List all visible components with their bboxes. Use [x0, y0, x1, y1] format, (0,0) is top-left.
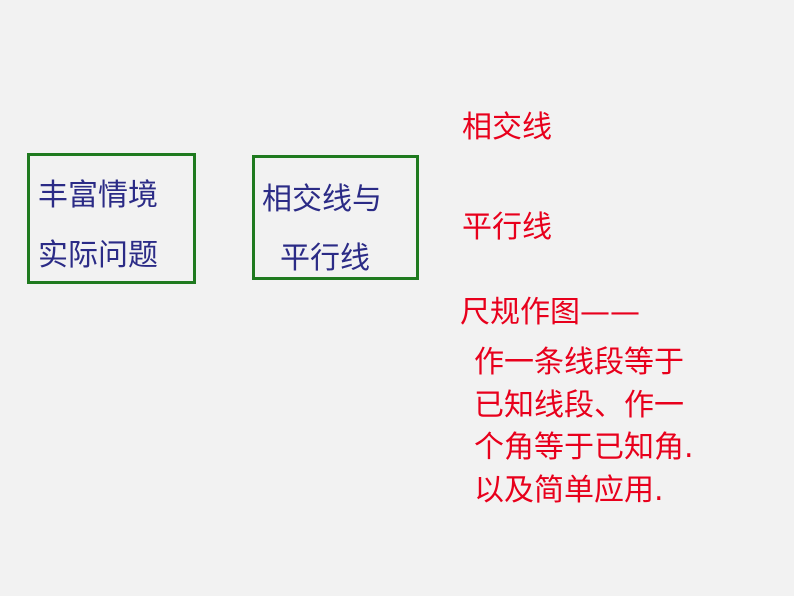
- situation-box: 丰富情境 实际问题: [27, 153, 196, 284]
- box1-line2: 实际问题: [38, 238, 158, 273]
- item-construction: 尺规作图——: [460, 295, 640, 330]
- box2-line2: 平行线: [280, 241, 370, 276]
- desc-line-4: 以及简单应用.: [474, 473, 664, 508]
- desc-line-2: 已知线段、作一: [474, 388, 684, 423]
- box1-line1: 丰富情境: [38, 178, 158, 213]
- box2-line1: 相交线与: [262, 182, 382, 217]
- desc-line-1: 作一条线段等于: [474, 345, 684, 380]
- item-intersecting-lines: 相交线: [462, 110, 552, 145]
- desc-line-3: 个角等于已知角.: [474, 430, 694, 465]
- topic-box: 相交线与 平行线: [252, 155, 419, 280]
- item-parallel-lines: 平行线: [462, 210, 552, 245]
